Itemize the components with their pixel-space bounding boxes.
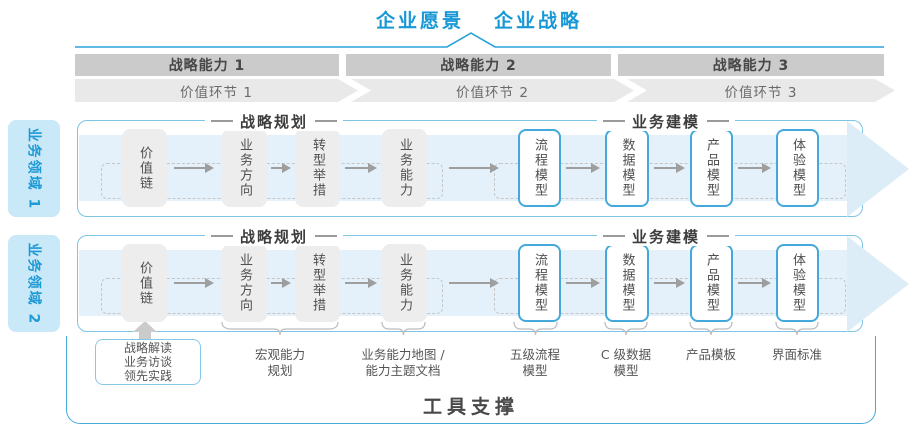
tool-support-container [66, 336, 876, 424]
note-data-model: C 级数据 模型 [600, 347, 652, 379]
planning-header-text: 战略规划 [239, 112, 309, 131]
capability-bar-2: 战略能力 2 [346, 54, 611, 76]
box-value-chain: 价值链 [122, 244, 167, 322]
modeling-header-text: 业务建模 [631, 227, 701, 246]
box-business-direction: 业务方向 [222, 129, 267, 207]
brace-icon [513, 321, 558, 336]
header-dash-right [315, 235, 338, 237]
box-value-chain: 价值链 [122, 129, 167, 207]
header-dash-right [315, 120, 338, 122]
note-process-model: 五级流程 模型 [509, 347, 560, 379]
planning-dashed-track [101, 278, 443, 314]
modeling-dashed-track [494, 278, 846, 314]
header-dash-right [707, 120, 730, 122]
header-dash-left [602, 120, 625, 122]
brace-icon [381, 321, 426, 336]
box-data-model: 数据模型 [605, 244, 649, 322]
right-arrow-icon [566, 278, 600, 288]
box-data-model: 数据模型 [605, 129, 649, 207]
right-arrow-icon [345, 278, 377, 288]
planning-header: 战略规划 [204, 111, 344, 131]
box-process-model: 流程模型 [518, 129, 561, 207]
right-arrow-icon [566, 163, 600, 173]
capability-bar-3: 战略能力 3 [618, 54, 884, 76]
box-transformation-initiatives: 转型举措 [295, 129, 340, 207]
vision-title: 企业愿景 [375, 10, 464, 32]
planning-header: 战略规划 [204, 226, 344, 246]
right-arrow-icon [271, 278, 291, 288]
right-arrow-icon [271, 163, 291, 173]
tool-support-label: 工具支撑 [422, 396, 519, 418]
domain-label-2-text: 业务领域 2 [25, 242, 41, 325]
page-title: 企业愿景 企业战略 [24, 6, 910, 33]
box-experience-model: 体验模型 [776, 129, 819, 207]
modeling-dashed-track [494, 163, 846, 199]
note-ui-standard: 界面标准 [771, 347, 822, 362]
practice-annotation-box: 战略解读 业务访谈 领先实践 [95, 339, 201, 385]
header-dash-left [210, 120, 233, 122]
domain-label-2: 业务领域 2 [8, 235, 60, 332]
flow-arrow-head [847, 121, 909, 217]
brace-icon [604, 321, 648, 336]
flow-arrow-head [847, 236, 909, 332]
practice-line-2: 业务访谈 [123, 354, 172, 369]
box-transformation-initiatives: 转型举措 [295, 244, 340, 322]
domain-label-1-text: 业务领域 1 [25, 127, 41, 210]
right-arrow-icon [345, 163, 377, 173]
vision-connector-line [75, 32, 884, 48]
right-arrow-icon [654, 163, 685, 173]
note-capability-map: 业务能力地图 / 能力主题文档 [361, 347, 445, 379]
right-arrow-icon [174, 163, 214, 173]
box-experience-model: 体验模型 [776, 244, 819, 322]
right-arrow-icon [174, 278, 214, 288]
box-business-capability: 业务能力 [382, 244, 427, 322]
brace-icon [689, 321, 733, 336]
box-business-capability: 业务能力 [382, 129, 427, 207]
brace-icon [775, 321, 819, 336]
brace-icon [221, 321, 339, 336]
capability-bar-1: 战略能力 1 [75, 54, 339, 76]
right-arrow-icon [449, 278, 499, 288]
practice-line-3: 领先实践 [123, 369, 172, 384]
right-arrow-icon [738, 163, 771, 173]
up-arrow-icon [133, 321, 157, 332]
box-product-model: 产品模型 [690, 129, 733, 207]
right-arrow-icon [449, 163, 499, 173]
practice-line-1: 战略解读 [123, 340, 172, 355]
value-chevron-2: 价值环节 2 [351, 79, 634, 102]
right-arrow-icon [738, 278, 771, 288]
domain-band-1: 战略规划 业务建模 价值链 业务方向 转型举措 业务能力 流程模型 数据模型 产… [77, 111, 909, 217]
planning-header-text: 战略规划 [239, 227, 309, 246]
right-arrow-icon [654, 278, 685, 288]
strategy-title: 企业战略 [494, 10, 583, 32]
domain-band-2: 战略规划 业务建模 价值链 业务方向 转型举措 业务能力 流程模型 数据模型 产… [77, 226, 909, 332]
up-arrow-shaft [139, 331, 151, 340]
value-chevron-3: 价值环节 3 [627, 79, 895, 102]
modeling-header-text: 业务建模 [631, 112, 701, 131]
box-product-model: 产品模型 [690, 244, 733, 322]
planning-dashed-track [101, 163, 443, 199]
header-dash-right [707, 235, 730, 237]
box-process-model: 流程模型 [518, 244, 561, 322]
value-chevron-1: 价值环节 1 [75, 79, 358, 102]
modeling-header: 业务建模 [596, 226, 736, 246]
domain-label-1: 业务领域 1 [8, 120, 60, 217]
modeling-header: 业务建模 [596, 111, 736, 131]
note-product-template: 产品模板 [685, 347, 736, 362]
header-dash-left [602, 235, 625, 237]
box-business-direction: 业务方向 [222, 244, 267, 322]
header-dash-left [210, 235, 233, 237]
note-macro-capability: 宏观能力 规划 [254, 347, 305, 379]
